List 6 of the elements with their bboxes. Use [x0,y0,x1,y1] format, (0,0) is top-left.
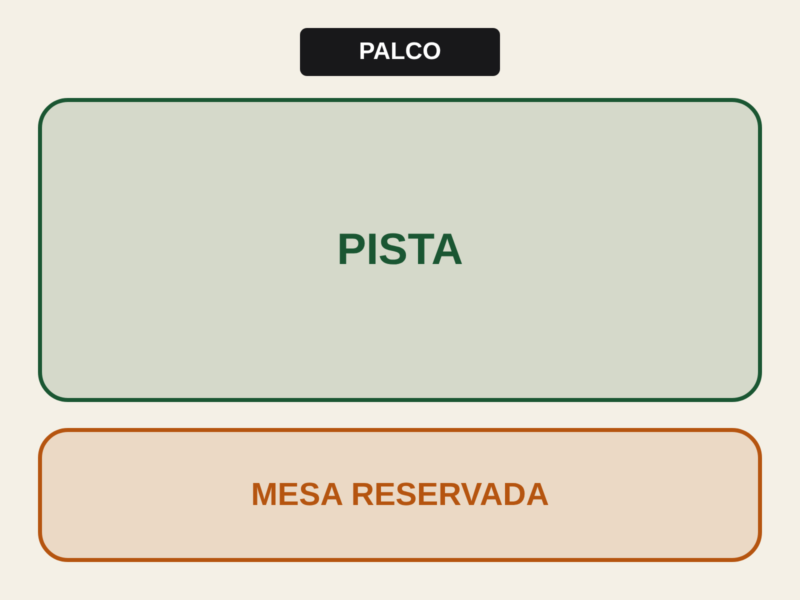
area-label: PISTA [336,226,464,274]
stage-label: PALCO [358,38,442,66]
area-label: MESA RESERVADA [250,477,550,513]
dance-floor-area [38,98,762,402]
stage-block [300,28,500,76]
reserved-table-area [38,428,762,562]
